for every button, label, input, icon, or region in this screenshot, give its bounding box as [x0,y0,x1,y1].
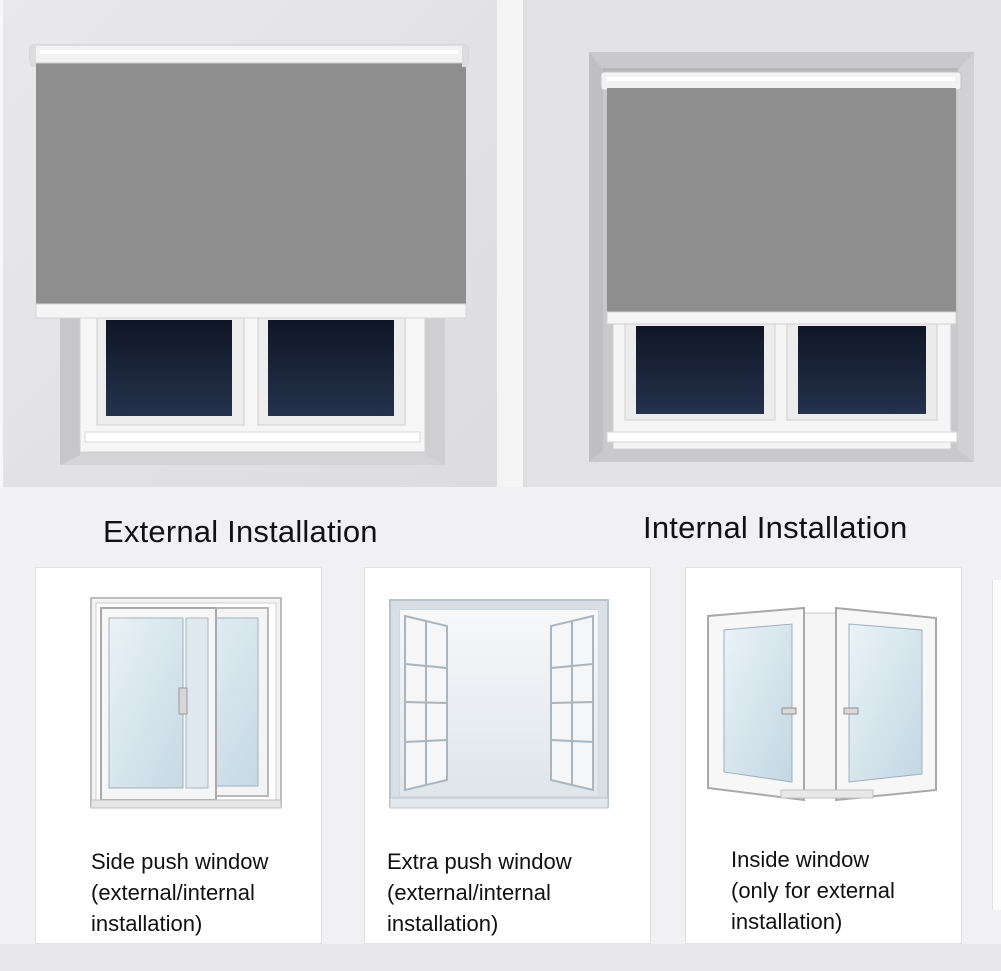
card-label: Side push window (external/internal inst… [91,849,269,936]
internal-installation-illustration [503,0,1001,487]
card-label: Extra push window (external/internal ins… [387,849,572,936]
card-label: Inside window (only for external install… [731,847,895,934]
outward-casement-window-icon [389,599,609,809]
sliding-window-icon [90,597,282,809]
window-card-extra-push: Extra push window (external/internal ins… [364,567,651,944]
window-card-side-push: Side push window (external/internal inst… [35,567,322,944]
window-card-inside: Inside window (only for external install… [685,567,962,944]
partial-card-edge [992,580,1001,910]
inward-casement-window-icon [707,606,937,802]
bottom-strip [0,944,1001,971]
external-installation-caption: External Installation [103,514,378,549]
external-installation-illustration [0,0,503,487]
internal-installation-caption: Internal Installation [643,510,908,545]
